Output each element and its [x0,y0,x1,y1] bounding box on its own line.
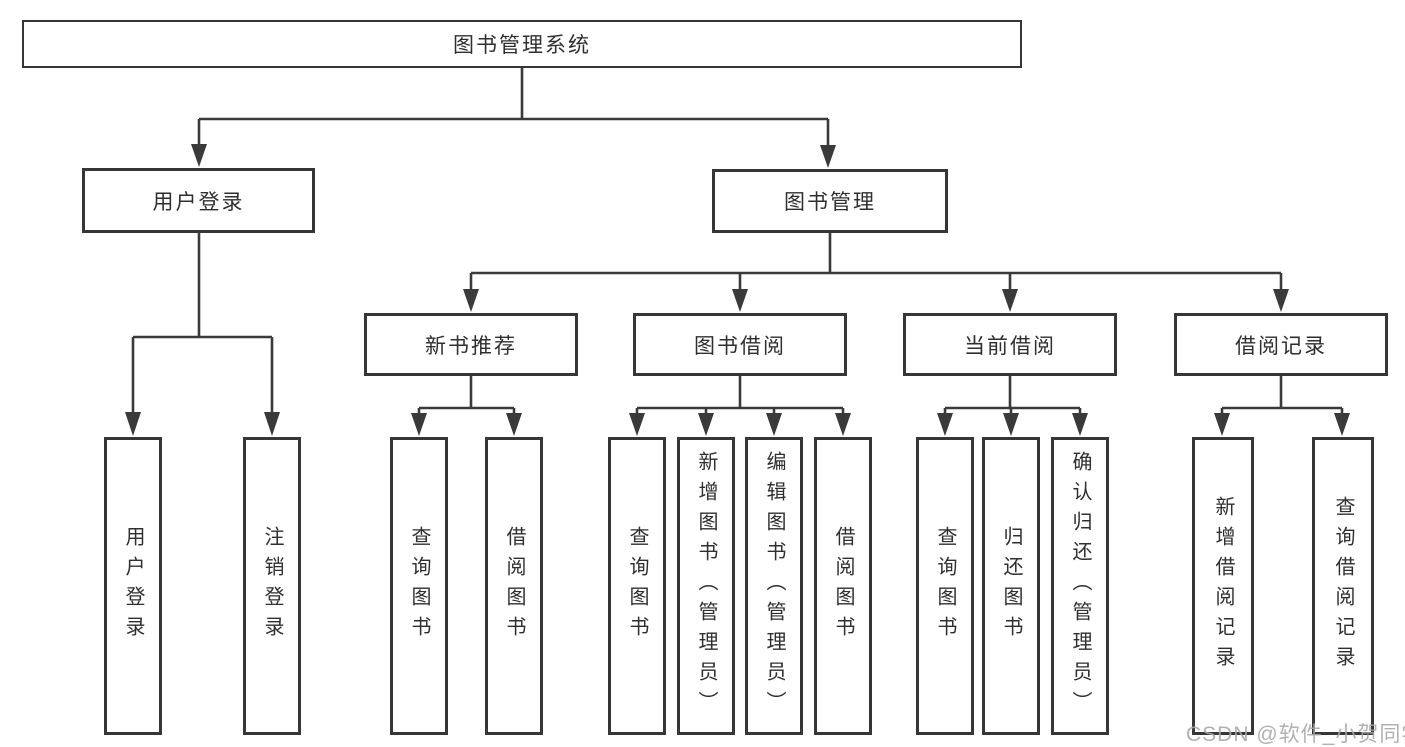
node-current-borrowing: 当前借阅 [903,313,1117,376]
leaf-return-books: 归还图书 [982,437,1040,735]
leaf-label: 查询图书 [408,526,430,646]
node-book-borrowing: 图书借阅 [633,313,847,376]
leaf-label: 新增图书（管理员） [695,451,717,721]
leaf-query-borrow-record: 查询借阅记录 [1312,437,1374,735]
node-label: 图书管理 [784,191,876,214]
node-borrowing-records: 借阅记录 [1174,313,1388,376]
node-user-login: 用户登录 [82,168,315,233]
leaf-label: 借阅图书 [832,526,854,646]
leaf-edit-books-admin: 编辑图书（管理员） [745,437,803,735]
leaf-label: 新增借阅记录 [1212,496,1234,676]
node-label: 当前借阅 [964,334,1056,358]
leaf-confirm-return-admin: 确认归还（管理员） [1051,437,1109,735]
node-new-book-recommend: 新书推荐 [364,313,578,376]
leaf-label: 确认归还（管理员） [1069,451,1091,721]
leaf-borrow-books: 借阅图书 [814,437,872,735]
leaf-query-books: 查询图书 [608,437,666,735]
node-label: 图书借阅 [694,334,786,358]
csdn-watermark: CSDN @软件_小贺同学 [1186,723,1405,746]
leaf-label: 查询图书 [934,526,956,646]
leaf-add-borrow-record: 新增借阅记录 [1192,437,1254,735]
leaf-label: 查询借阅记录 [1332,496,1354,676]
leaf-add-books-admin: 新增图书（管理员） [677,437,735,735]
node-book-management: 图书管理 [712,169,948,233]
leaf-label: 借阅图书 [503,526,525,646]
leaf-label: 注销登录 [261,526,283,646]
leaf-label: 编辑图书（管理员） [763,451,785,721]
leaf-query-books-current: 查询图书 [916,437,974,735]
leaf-logout: 注销登录 [243,437,301,735]
node-label: 图书管理系统 [453,34,591,57]
node-label: 借阅记录 [1235,334,1327,358]
leaf-query-books-recommend: 查询图书 [390,437,448,735]
node-label: 新书推荐 [425,334,517,358]
node-library-management-system: 图书管理系统 [22,20,1022,68]
leaf-user-login: 用户登录 [104,437,162,735]
leaf-borrow-books-recommend: 借阅图书 [485,437,543,735]
leaf-label: 用户登录 [122,526,144,646]
node-label: 用户登录 [152,190,245,214]
leaf-label: 归还图书 [1000,526,1022,646]
leaf-label: 查询图书 [626,526,648,646]
